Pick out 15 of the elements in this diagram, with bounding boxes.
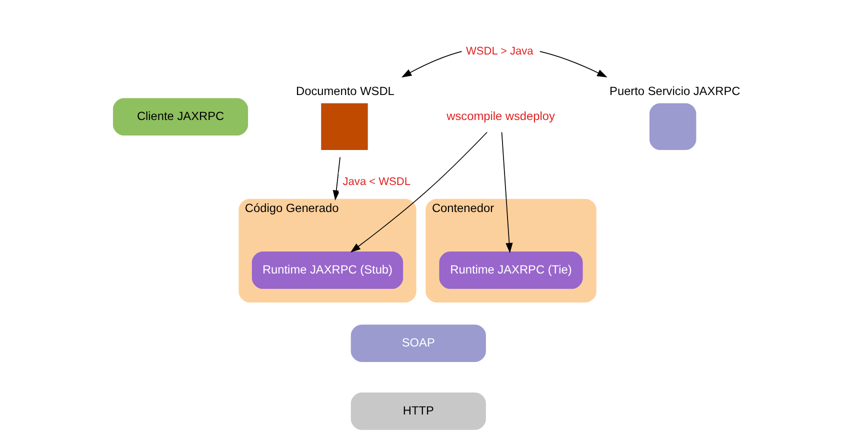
edge-label: WSDL > Java [466,45,534,58]
node-box: Runtime JAXRPC (Stub) [252,252,404,289]
node-box [649,103,696,150]
node-label: Puerto Servicio JAXRPC [610,84,740,98]
arrow [350,132,488,253]
node-label: Documento WSDL [296,84,394,98]
node-box: Cliente JAXRPC [112,98,248,136]
node-box: SOAP [350,324,486,362]
node-box: HTTP [350,392,486,430]
arrow [332,156,340,201]
node-box: Runtime JAXRPC (Tie) [439,252,583,289]
arrow [501,132,513,254]
node-text: wscompile wsdeploy [446,108,555,123]
edge-label: Java < WSDL [342,176,411,188]
node-box [321,103,368,150]
